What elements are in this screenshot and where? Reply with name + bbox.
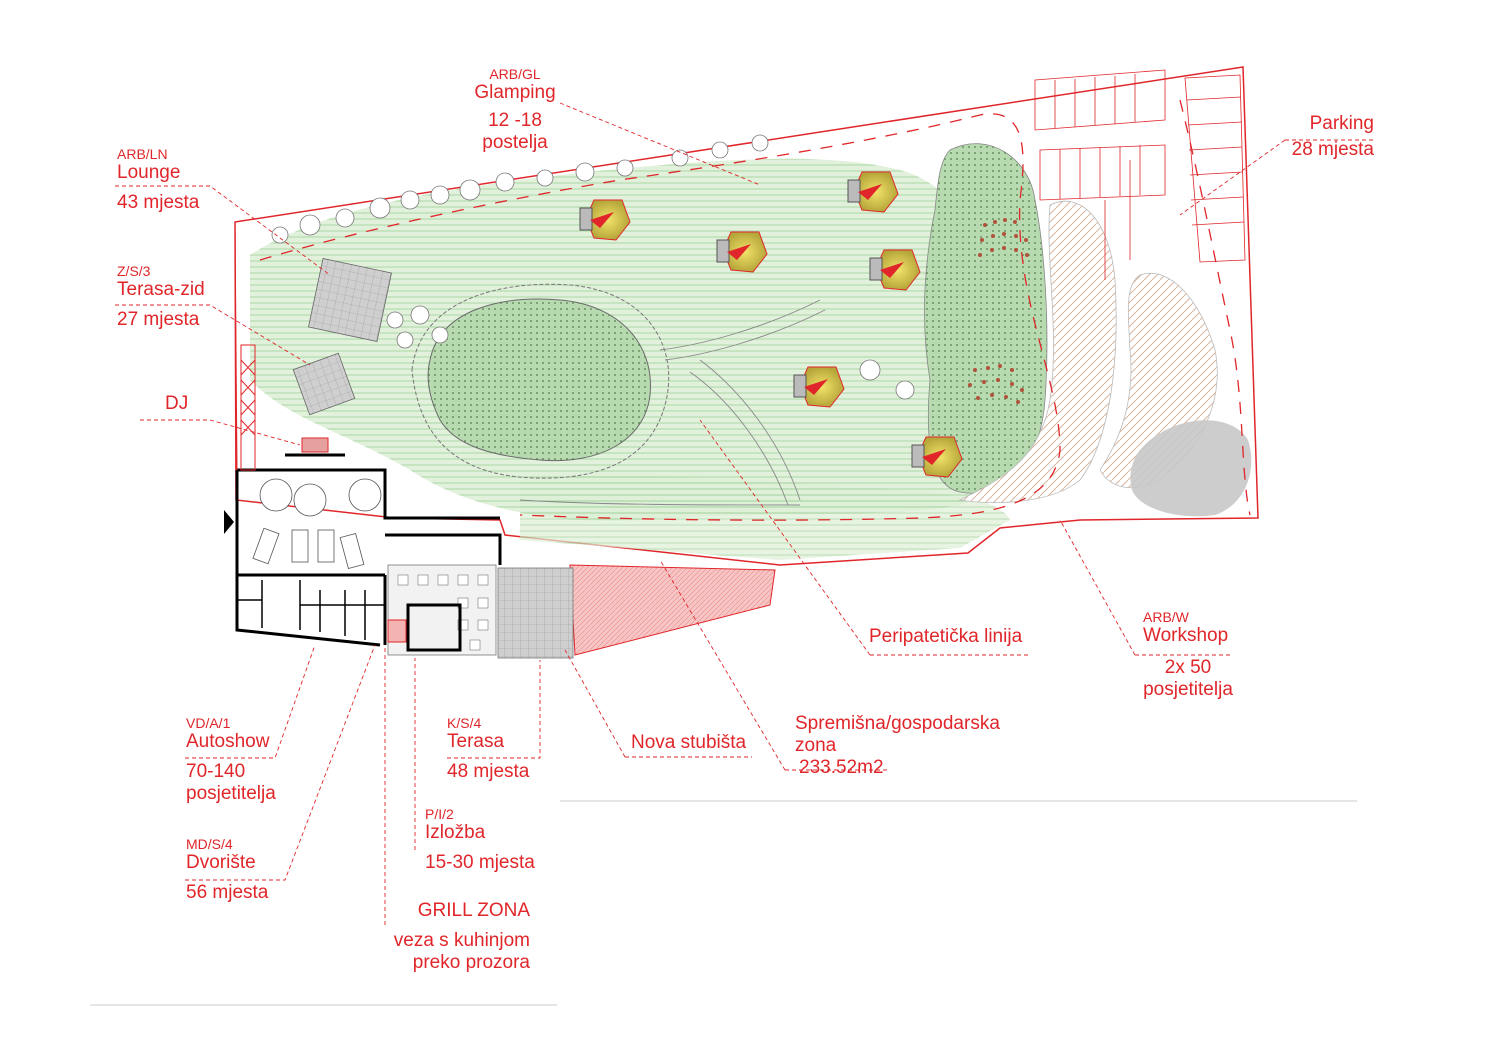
dvoriste-code: MD/S/4 [186,836,233,852]
spremisna-name-1: Spremišna/gospodarska [795,713,1000,734]
spremisna-name-2: zona [795,734,837,756]
lawn-lower [520,475,1010,560]
parking-label: Parking 28 mjesta [1270,113,1374,161]
parking-lot [1034,69,1246,280]
grill-value-1: veza s kuhinjom [393,929,530,951]
lounge-value: 43 mjesta [117,191,200,213]
grill-value-2: preko prozora [412,951,530,973]
terasa-zid-code: Z/S/3 [117,263,151,279]
terrace-paving [497,567,574,659]
amphitheater-seats [968,218,1029,404]
dj-label: DJ [165,393,188,415]
lounge-code: ARB/LN [117,146,168,162]
tree-row [271,134,915,400]
lounge-furniture [292,258,392,416]
glamping-label: ARB/GL Glamping 12 -18 postelja [470,66,560,154]
dj-booth [301,437,329,453]
glamping-value-2: postelja [482,131,548,153]
terasa-code: K/S/4 [447,715,482,731]
terrace-tables [397,574,489,651]
glamping-tents [579,171,963,478]
glamping-value-1: 12 -18 [488,109,542,131]
izlozba-name: Izložba [425,822,486,844]
peripatetic-line-2 [1179,99,1251,516]
workshop-code: ARB/W [1143,609,1189,625]
grill-name: GRILL ZONA [417,900,530,921]
grill-label: GRILL ZONA veza s kuhinjom preko prozora [370,900,530,974]
oval-lawn [427,298,651,462]
nova-stubista-label: Nova stubišta [631,732,746,754]
peripateticka-name: Peripatetička linija [869,626,1023,647]
izlozba-label: P/I/2 Izložba 15-30 mjesta [425,806,535,874]
terrace-wall [234,224,256,471]
peripatetic-line [259,113,1061,521]
workshop-value-1: 2x 50 [1164,657,1212,678]
autoshow-code: VD/A/1 [186,715,231,731]
lounge-name: Lounge [117,162,181,184]
terasa-value: 48 mjesta [447,760,530,782]
grill-window [387,619,407,643]
nova-stubista-name: Nova stubišta [631,732,747,753]
autoshow-value-2: posjetitelja [186,782,276,804]
autoshow-cars [252,478,382,570]
terasa-zid-label: Z/S/3 Terasa-zid 27 mjesta [117,263,205,331]
glamping-name: Glamping [474,82,556,104]
dj-name: DJ [165,393,189,414]
dvoriste-name: Dvorište [186,852,256,874]
autoshow-label: VD/A/1 Autoshow 70-140 posjetitelja [186,715,276,805]
peripateticka-label: Peripatetička linija [869,626,1022,648]
workshop-label: ARB/W Workshop [1143,609,1228,647]
izlozba-code: P/I/2 [425,806,454,822]
workshop-value-2: posjetitelja [1143,678,1233,700]
entrance-arrow [224,510,234,534]
autoshow-value-1: 70-140 [186,760,246,782]
workshop-area [958,200,1117,503]
workshop-name: Workshop [1143,625,1229,647]
spremisna-label: Spremišna/gospodarska zona 233.52m2 [795,713,1000,779]
izlozba-value: 15-30 mjesta [425,851,535,873]
parking-value: 28 mjesta [1291,138,1374,160]
lawn-area [250,158,1027,521]
storage-zone [569,564,776,656]
garden-paths [519,299,826,506]
dvoriste-value: 56 mjesta [186,881,269,903]
spremisna-value: 233.52m2 [799,756,884,778]
building [235,453,502,652]
dvoriste-label: MD/S/4 Dvorište 56 mjesta [186,836,268,904]
workshop-values: 2x 50 posjetitelja [1128,657,1248,701]
glamping-code: ARB/GL [489,66,541,82]
leader-lines [115,102,1375,925]
terasa-name: Terasa [447,731,505,753]
storage-gray [1130,420,1252,517]
terasa-label: K/S/4 Terasa 48 mjesta [447,715,529,783]
autoshow-name: Autoshow [186,731,270,753]
lounge-label: ARB/LN Lounge 43 mjesta [117,146,199,214]
terasa-zid-value: 27 mjesta [117,308,200,330]
building-interior [237,580,385,640]
oval-path [411,283,670,479]
parking-name: Parking [1309,113,1374,134]
terasa-zid-name: Terasa-zid [117,279,205,301]
